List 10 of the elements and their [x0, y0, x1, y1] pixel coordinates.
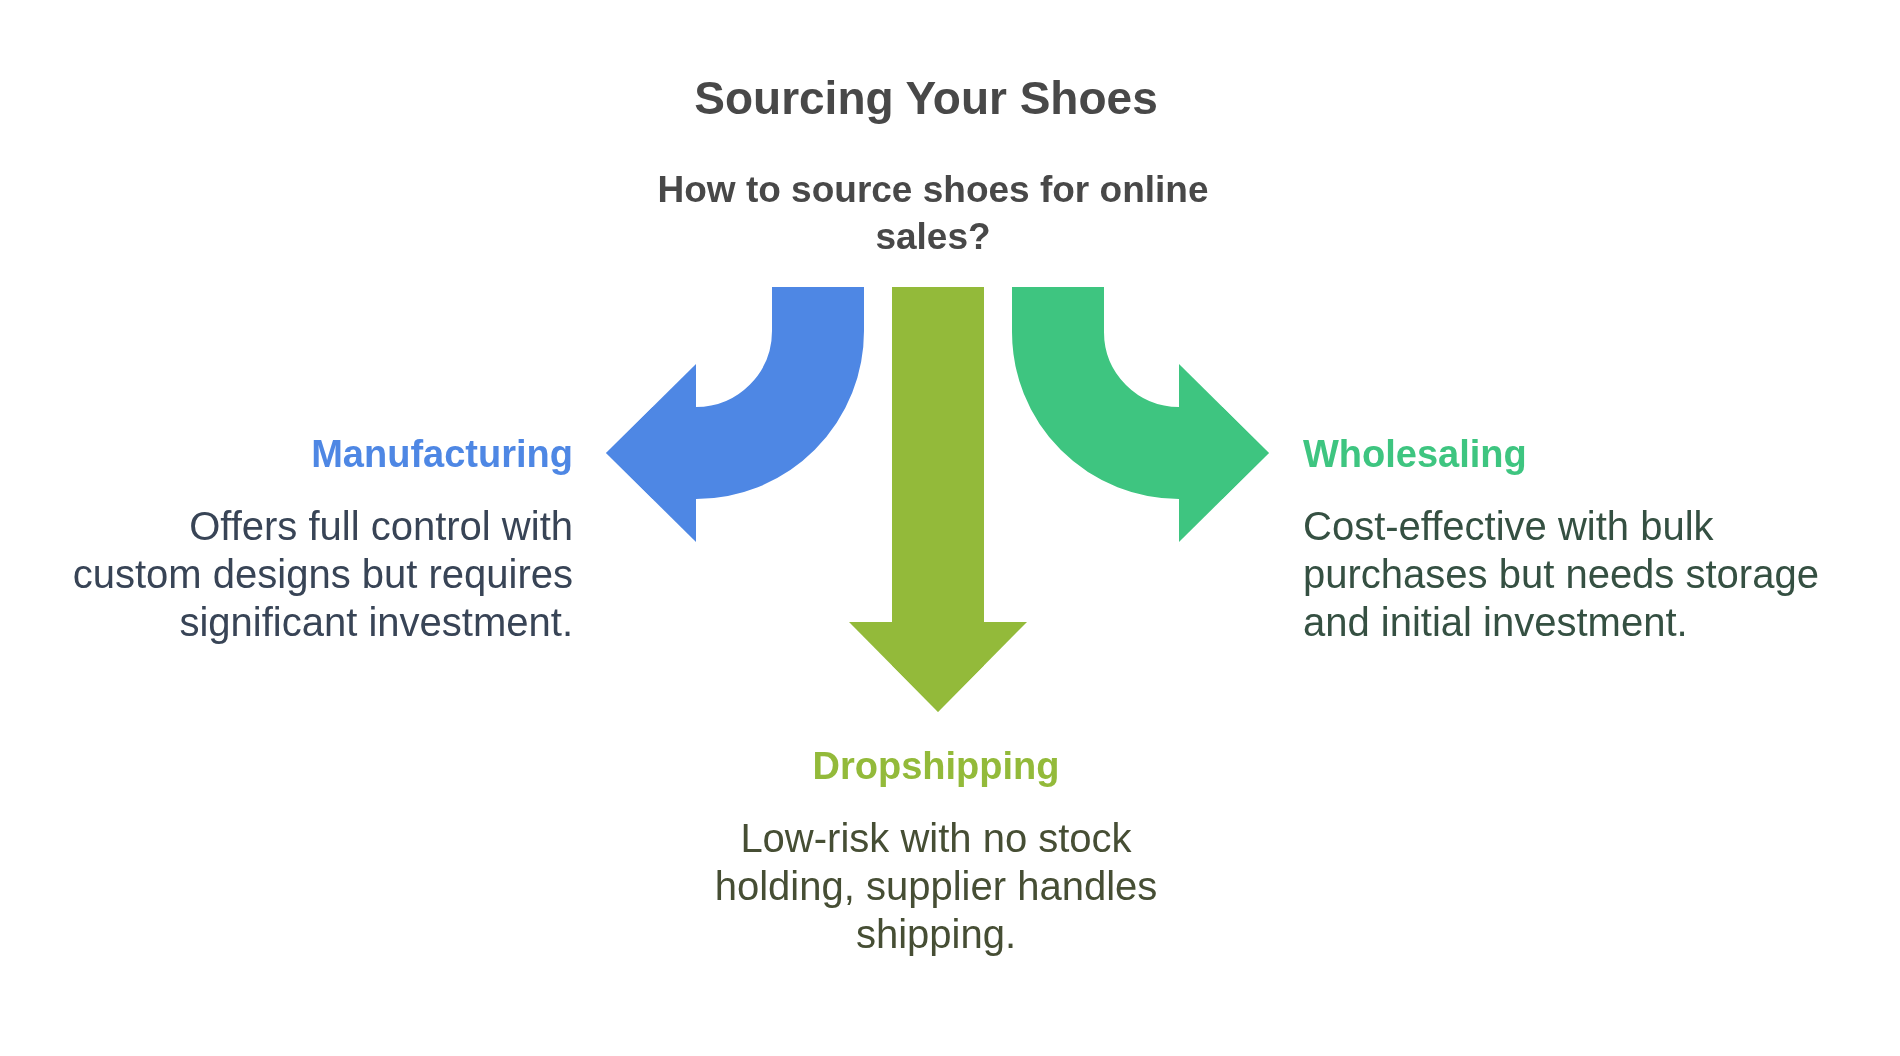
curved-arrow	[606, 285, 864, 542]
question-text: How to source shoes for online sales?	[656, 168, 1210, 259]
option-heading: Wholesaling	[1303, 432, 1527, 477]
curved-arrow	[1012, 286, 1269, 542]
option-description: Cost-effective with bulk purchases but needs storage and initial investment.	[1303, 503, 1820, 646]
option-heading: Manufacturing	[311, 432, 573, 477]
diagram-title: Sourcing Your Shoes	[694, 72, 1158, 124]
option-description: Offers full control with custom designs but requires significant investment.	[71, 503, 573, 646]
option-heading: Dropshipping	[812, 744, 1060, 789]
option-description: Low-risk with no stock holding, supplier handles shipping.	[713, 815, 1159, 958]
